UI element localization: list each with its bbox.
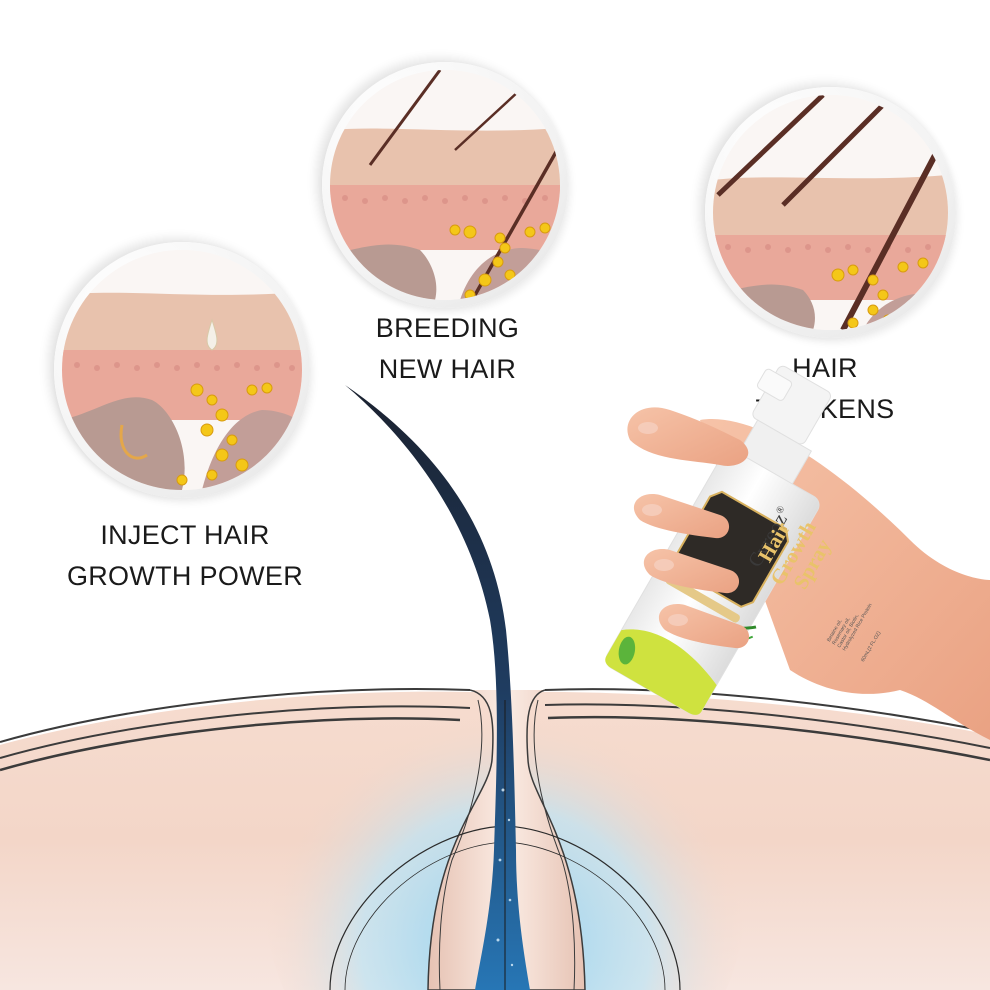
scalp-layer-illustration [713, 95, 948, 330]
scalp-layer-illustration [330, 70, 560, 300]
step-circle-thickens [705, 87, 956, 338]
caption-line: HAIR [792, 353, 858, 383]
step-caption-breeding: BREEDING NEW HAIR [335, 308, 560, 390]
caption-line: NEW HAIR [378, 354, 517, 384]
caption-line: GROWTH POWER [66, 561, 304, 591]
step-circle-inject [54, 242, 310, 498]
step-caption-inject: INJECT HAIR GROWTH POWER [55, 515, 315, 597]
caption-line: THICKENS [755, 394, 895, 424]
caption-line: INJECT HAIR [100, 520, 270, 550]
caption-line: BREEDING [375, 313, 520, 343]
step-circle-breeding [322, 62, 568, 308]
scalp-layer-illustration [62, 250, 302, 490]
step-caption-thickens: HAIR THICKENS [720, 348, 930, 430]
